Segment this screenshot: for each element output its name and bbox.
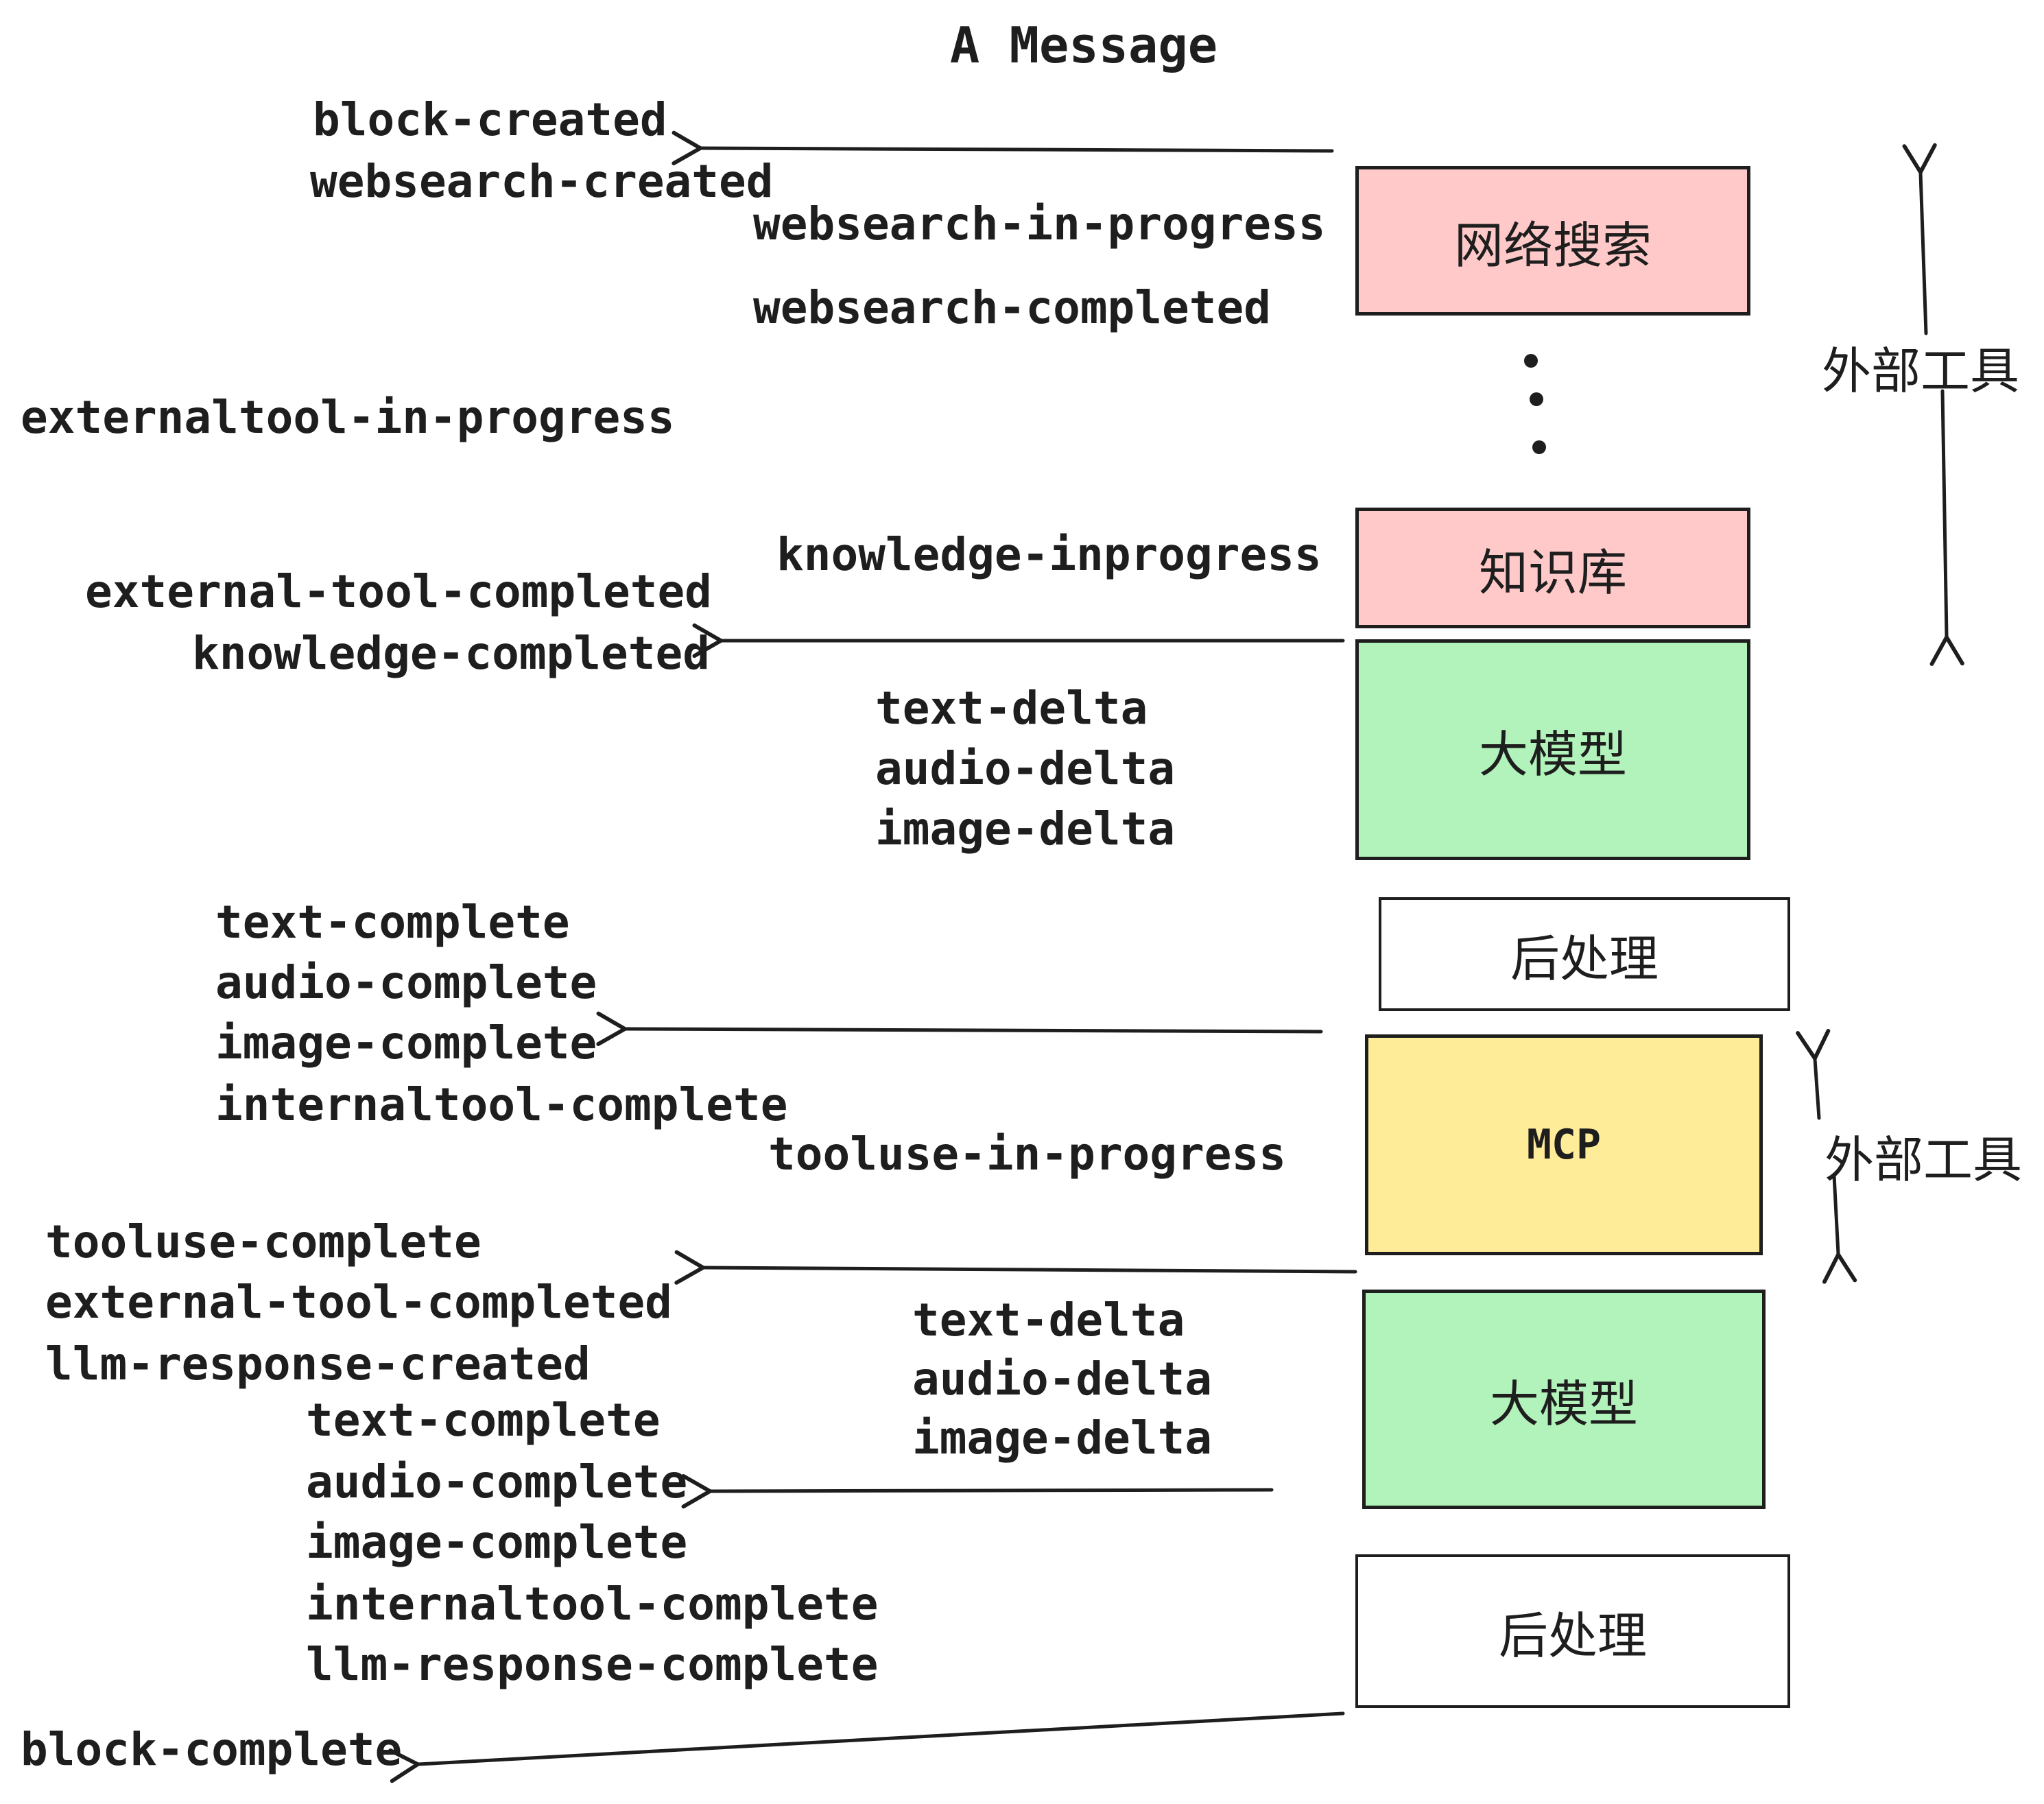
node-websearch-label: 网络搜索 <box>1453 216 1652 274</box>
node-websearch: 网络搜索 <box>1355 166 1750 316</box>
event-websearch-created: websearch-created <box>310 155 774 208</box>
event-image-complete-1: image-complete <box>215 1017 597 1069</box>
event-text-complete-1: text-complete <box>215 896 570 949</box>
arrow-postprocess1-to-image-complete <box>596 1011 1323 1046</box>
event-block-created: block-created <box>313 93 667 146</box>
node-postprocess-2-label: 后处理 <box>1498 1606 1647 1665</box>
event-image-delta-2: image-delta <box>912 1412 1213 1464</box>
event-audio-delta-2: audio-delta <box>912 1353 1213 1405</box>
arrow-websearch-to-block-created <box>672 130 1334 165</box>
ellipsis-dot-3 <box>1532 440 1546 454</box>
event-external-tool-completed-2: external-tool-completed <box>45 1276 672 1329</box>
node-mcp-label: MCP <box>1526 1121 1602 1169</box>
node-postprocess-1-label: 后处理 <box>1510 929 1659 988</box>
ellipsis-dot-2 <box>1530 392 1543 406</box>
side-label-external-tools-top: 外部工具 <box>1822 342 2020 400</box>
event-text-delta-2: text-delta <box>912 1294 1185 1346</box>
event-audio-complete-1: audio-complete <box>215 956 597 1009</box>
event-internaltool-complete-2: internaltool-complete <box>306 1578 879 1630</box>
node-llm-1: 大模型 <box>1355 639 1750 860</box>
event-knowledge-inprogress: knowledge-inprogress <box>776 528 1322 581</box>
event-knowledge-completed: knowledge-completed <box>192 627 710 680</box>
node-postprocess-2: 后处理 <box>1355 1554 1790 1708</box>
node-llm-2: 大模型 <box>1362 1290 1766 1509</box>
event-audio-delta-1: audio-delta <box>875 742 1176 795</box>
event-tooluse-complete: tooluse-complete <box>45 1215 482 1268</box>
node-mcp: MCP <box>1365 1034 1763 1255</box>
event-block-complete: block-complete <box>21 1723 403 1776</box>
event-image-complete-2: image-complete <box>306 1516 688 1569</box>
event-tooluse-in-progress: tooluse-in-progress <box>768 1128 1286 1180</box>
arrow-llm2-to-audio-complete <box>681 1473 1274 1509</box>
node-llm-2-label: 大模型 <box>1489 1375 1638 1433</box>
event-llm-response-created: llm-response-created <box>45 1338 591 1390</box>
event-websearch-in-progress: websearch-in-progress <box>753 198 1326 250</box>
ellipsis-dot-1 <box>1524 354 1538 368</box>
arrow-postprocess2-to-block-complete <box>388 1711 1345 1783</box>
external-tools-bottom-up-arrow-icon <box>1796 1029 1831 1120</box>
side-label-external-tools-bottom: 外部工具 <box>1825 1131 2023 1189</box>
event-internaltool-complete-1: internaltool-complete <box>215 1078 788 1131</box>
node-postprocess-1: 后处理 <box>1379 897 1790 1011</box>
ellipsis-dots <box>1524 354 1546 454</box>
event-image-delta-1: image-delta <box>875 803 1176 855</box>
diagram-title: A Message <box>949 16 1218 74</box>
arrow-mcp-to-external-tool-completed <box>674 1250 1357 1285</box>
event-text-complete-2: text-complete <box>306 1394 661 1447</box>
event-websearch-completed: websearch-completed <box>753 281 1271 334</box>
event-externaltool-in-progress: externaltool-in-progress <box>21 391 675 444</box>
node-knowledge: 知识库 <box>1355 508 1750 628</box>
external-tools-top-up-arrow-icon <box>1902 143 1937 335</box>
event-audio-complete-2: audio-complete <box>306 1456 688 1508</box>
event-external-tool-completed-1: external-tool-completed <box>85 565 712 618</box>
event-llm-response-complete: llm-response-complete <box>306 1638 879 1691</box>
node-llm-1-label: 大模型 <box>1478 725 1627 783</box>
external-tools-top-down-arrow-icon <box>1929 389 1964 666</box>
event-text-delta-1: text-delta <box>875 682 1148 735</box>
node-knowledge-label: 知识库 <box>1478 543 1627 602</box>
